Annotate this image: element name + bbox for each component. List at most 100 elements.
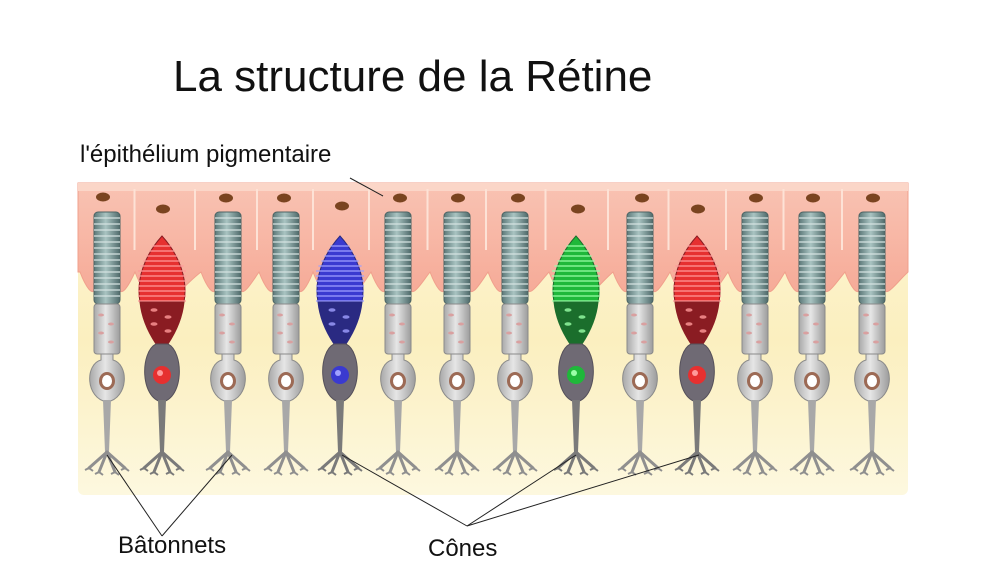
mitochondrion — [641, 322, 647, 326]
synaptic-terminal — [589, 466, 599, 472]
rod-inner-segment — [741, 303, 769, 355]
rod-nucleus-core — [807, 375, 817, 387]
synaptic-terminal — [218, 450, 230, 474]
synaptic-terminal — [574, 450, 596, 470]
synaptic-terminal — [388, 450, 400, 474]
synaptic-terminal — [579, 470, 589, 476]
synaptic-terminal — [455, 450, 467, 474]
rod-inner-segment — [93, 303, 121, 355]
cones-label: Cônes — [428, 535, 498, 562]
synaptic-terminal — [460, 470, 470, 476]
mitochondrion — [564, 322, 572, 326]
synaptic-terminal — [411, 466, 421, 472]
mitochondrion — [578, 329, 586, 333]
mitochondrion — [685, 322, 693, 326]
rod-inner-segment — [214, 303, 242, 355]
synaptic-terminal — [149, 470, 159, 476]
rod-axon — [751, 400, 759, 452]
synaptic-terminal — [139, 466, 149, 472]
mitochondrion — [873, 340, 879, 344]
mitochondrion — [164, 315, 172, 319]
synaptic-terminal — [528, 466, 538, 472]
mitochondrion — [328, 308, 336, 312]
mitochondrion — [756, 322, 762, 326]
mitochondrion — [685, 308, 693, 312]
synaptic-terminal — [789, 466, 799, 472]
synaptic-terminal — [276, 450, 288, 474]
synaptic-terminal — [110, 470, 120, 476]
synaptic-terminal — [266, 450, 288, 470]
synaptic-terminal — [732, 466, 742, 472]
synaptic-terminal — [105, 450, 117, 474]
mitochondrion — [277, 313, 283, 317]
rod-cell — [263, 211, 309, 476]
mitochondrion — [448, 331, 454, 335]
rod-axon — [511, 400, 519, 452]
synaptic-terminal — [226, 450, 248, 470]
synaptic-terminal — [208, 450, 230, 470]
synaptic-terminal — [231, 470, 241, 476]
mitochondrion — [699, 329, 707, 333]
rod-nucleus-core — [750, 375, 760, 387]
synaptic-terminal — [284, 450, 306, 470]
synaptic-terminal — [385, 470, 395, 476]
synaptic-terminal — [263, 466, 273, 472]
mitochondrion — [164, 329, 172, 333]
synaptic-terminal — [617, 466, 627, 472]
cone-cell-red — [673, 235, 721, 476]
synaptic-terminal — [84, 466, 94, 472]
mitochondrion — [516, 322, 522, 326]
synaptic-terminal — [434, 466, 444, 472]
mitochondrion — [746, 313, 752, 317]
synaptic-terminal — [518, 470, 528, 476]
mitochondrion — [564, 308, 572, 312]
synaptic-terminal — [563, 470, 573, 476]
rod-cell — [492, 211, 538, 476]
rod-cell — [434, 211, 480, 476]
synaptic-terminal — [810, 450, 822, 474]
mitochondrion — [287, 340, 293, 344]
epithelium-nucleus — [749, 193, 763, 203]
mitochondrion — [448, 313, 454, 317]
synaptic-terminal — [330, 450, 342, 474]
synaptic-terminal — [444, 470, 454, 476]
diagram-title: La structure de la Rétine — [173, 52, 653, 101]
rod-nucleus-core — [867, 375, 877, 387]
synaptic-terminal — [284, 450, 296, 474]
synaptic-terminal — [710, 466, 720, 472]
synaptic-terminal — [327, 470, 337, 476]
cone-axon — [572, 400, 580, 452]
mitochondrion — [328, 322, 336, 326]
mitochondrion — [506, 331, 512, 335]
mitochondrion — [803, 313, 809, 317]
rod-cell — [849, 211, 895, 476]
synaptic-terminal — [320, 450, 342, 470]
synaptic-terminal — [87, 450, 109, 470]
synaptic-terminal — [620, 450, 642, 470]
mitochondrion — [631, 313, 637, 317]
cones-leader-line — [341, 454, 468, 527]
synaptic-terminal — [120, 466, 130, 472]
synaptic-terminal — [353, 466, 363, 472]
rods-label: Bâtonnets — [118, 532, 227, 559]
synaptic-terminal — [674, 466, 684, 472]
epithelium-nucleus — [866, 193, 880, 203]
mitochondrion — [287, 322, 293, 326]
rods-leader-line — [106, 454, 163, 537]
synaptic-terminal — [338, 450, 360, 470]
cone-axon — [158, 400, 166, 452]
synaptic-terminal — [317, 466, 327, 472]
rod-inner-segment — [272, 303, 300, 355]
rod-cell — [617, 211, 663, 476]
epithelium-nucleus — [335, 201, 349, 211]
mitochondrion — [803, 331, 809, 335]
synaptic-terminal — [97, 450, 109, 474]
rod-cell — [789, 211, 835, 476]
mitochondrion — [813, 322, 819, 326]
synaptic-terminal — [810, 450, 832, 470]
mitochondrion — [399, 340, 405, 344]
epithelium-nucleus — [96, 192, 110, 202]
synaptic-terminal — [700, 470, 710, 476]
